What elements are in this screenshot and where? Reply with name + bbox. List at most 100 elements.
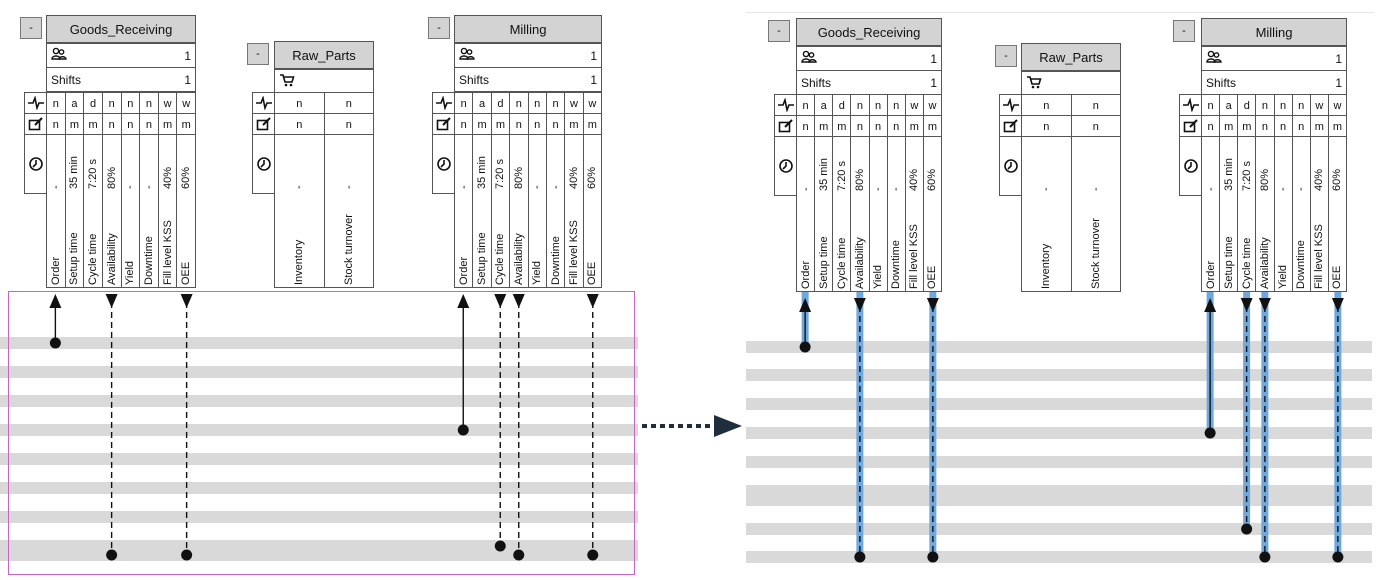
kpi-column: -Yield — [1273, 137, 1292, 291]
panel-title: Goods_Receiving — [46, 15, 196, 43]
people-count: 1 — [1335, 51, 1342, 66]
connector-endpoint — [1241, 523, 1253, 535]
edit-icon — [436, 117, 451, 131]
cell-edit-2: m — [832, 116, 850, 137]
cell-pulse-2: d — [490, 93, 509, 114]
cell-edit-2: m — [490, 114, 509, 135]
lane-band — [746, 398, 1372, 410]
cart-icon-wrap — [1026, 75, 1116, 92]
connector-milling-order — [457, 294, 470, 436]
cell-edit-1: m — [814, 116, 832, 137]
lane-band — [0, 453, 638, 465]
people-count: 1 — [590, 48, 597, 63]
cart-row — [1021, 71, 1121, 96]
cell-edit-6: m — [157, 114, 177, 135]
cell-pulse-1: a — [1219, 95, 1237, 116]
cell-edit-6: m — [564, 114, 582, 135]
collapse-button[interactable]: - — [247, 43, 269, 65]
cart-icon-wrap — [279, 73, 369, 90]
kpi-column: 40%Fill level KSS — [1309, 137, 1328, 291]
connector-arrowhead — [1258, 298, 1271, 312]
pulse-icon — [435, 96, 452, 110]
kpi-column: -Yield — [868, 137, 887, 291]
cell-pulse-2: d — [832, 95, 850, 116]
connector-arrowhead — [1240, 298, 1253, 312]
shifts-count: 1 — [184, 72, 191, 87]
cell-pulse-0: n — [296, 97, 303, 110]
cell-pulse-0: n — [1043, 99, 1050, 112]
connector-goods-oee — [926, 292, 939, 563]
top-divider — [746, 12, 1374, 13]
connector-arrowhead — [457, 294, 470, 308]
connector-endpoint — [927, 551, 939, 563]
connector-goods-availability — [105, 294, 118, 561]
cell-edit-5: n — [545, 114, 564, 135]
cell-pulse-6: w — [904, 95, 923, 116]
cell-pulse-2: d — [1237, 95, 1255, 116]
edit-row-icon — [1179, 115, 1201, 137]
cell-edit-7: m — [922, 116, 941, 137]
edit-icon — [1183, 119, 1198, 133]
shifts-label: Shifts — [1206, 75, 1237, 90]
connector-endpoint — [1259, 551, 1271, 563]
collapse-button[interactable]: - — [768, 20, 790, 42]
lane-band — [746, 341, 1372, 353]
kpi-column: -Stock turnover — [323, 135, 374, 287]
cell-pulse-6: w — [564, 93, 582, 114]
cell-pulse-7: w — [582, 93, 601, 114]
pulse-icon — [255, 96, 272, 110]
kpi-column: 80%Availability — [850, 137, 868, 291]
shifts-row: Shifts 1 — [1201, 70, 1347, 95]
connector-arrowhead — [512, 294, 525, 308]
connector-arrowhead — [586, 294, 599, 308]
shifts-count: 1 — [1335, 75, 1342, 90]
connector-arrowhead — [494, 294, 507, 308]
collapse-button[interactable]: - — [20, 17, 42, 39]
collapse-button[interactable]: - — [995, 45, 1017, 67]
cell-edit-3: n — [509, 114, 527, 135]
collapse-button[interactable]: - — [428, 17, 450, 39]
connector-arrowhead — [1204, 298, 1217, 312]
connector-arrowhead — [1331, 298, 1344, 312]
cell-edit-2: m — [1237, 116, 1255, 137]
kpi-column: 60%OEE — [1327, 137, 1346, 291]
clock-icon — [778, 159, 793, 173]
kpi-column: -Downtime — [139, 135, 158, 287]
collapse-button[interactable]: - — [1173, 20, 1195, 42]
cell-edit-1: n — [323, 114, 374, 135]
kpi-column: 40%Fill level KSS — [564, 135, 582, 287]
cell-edit-7: m — [582, 114, 601, 135]
clock-icon — [256, 157, 271, 171]
kpi-column: -Downtime — [886, 137, 905, 291]
cell-pulse-1: a — [64, 93, 84, 114]
pulse-icon — [1002, 98, 1019, 112]
lane-band — [0, 424, 638, 436]
lane-band — [0, 511, 638, 523]
edit-row-icon — [999, 115, 1021, 137]
cell-pulse-6: w — [1309, 95, 1328, 116]
kpi-column: -Downtime — [1291, 137, 1310, 291]
kpi-column: 80%Availability — [509, 135, 527, 287]
cell-edit-0: n — [460, 118, 467, 131]
cell-pulse-4: n — [868, 95, 887, 116]
clock-row-icon — [432, 134, 454, 194]
cell-edit-5: n — [1291, 116, 1310, 137]
connector-endpoint — [49, 337, 61, 349]
lane-band — [0, 549, 638, 561]
cell-edit-1: n — [1070, 116, 1121, 137]
lane-band — [746, 523, 1372, 535]
cell-edit-7: m — [1327, 116, 1346, 137]
cell-pulse-3: n — [509, 93, 527, 114]
cell-pulse-0: n — [1207, 99, 1214, 112]
kpi-column: 60%OEE — [582, 135, 601, 287]
connector-goods-order — [49, 294, 62, 349]
connector-milling-availability — [1258, 292, 1271, 563]
connector-endpoint — [587, 549, 599, 561]
kpi-columns: -Inventory-Stock turnover — [1021, 136, 1121, 292]
